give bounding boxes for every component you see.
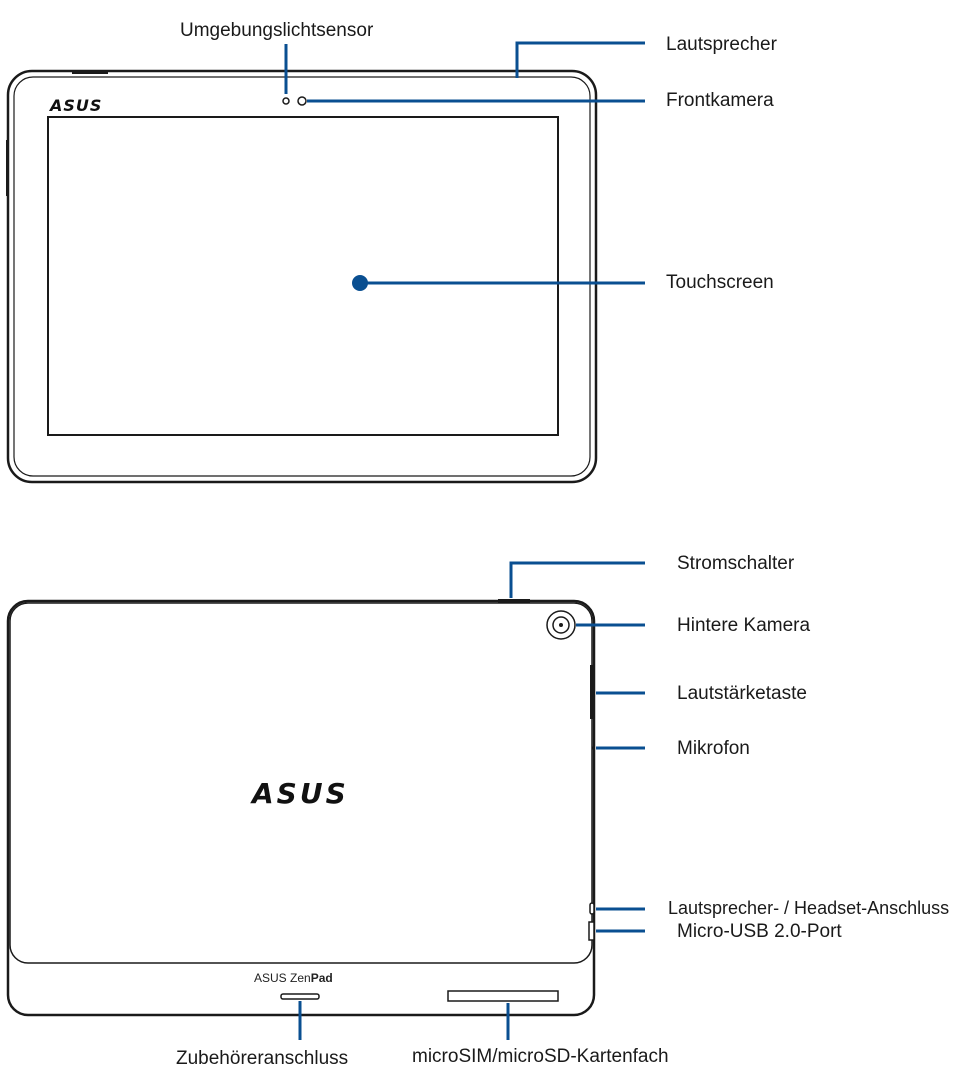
top-button-ridge [72,71,108,74]
front-tablet [6,69,598,484]
front-camera-lens [297,96,307,106]
callout-speaker [515,41,645,78]
label-touchscreen: Touchscreen [666,272,774,293]
label-front-camera: Frontkamera [666,90,774,111]
headset-jack-port [589,902,595,915]
accessory-connector-port [280,993,320,1000]
label-volume-key: Lautstärketaste [677,683,807,704]
model-name-suffix: Pad [310,971,333,985]
label-accessory-connector: Zubehöreranschluss [176,1048,349,1069]
back-callouts [298,561,645,1040]
microphone-hole [591,746,595,750]
label-power-switch: Stromschalter [677,553,795,574]
callout-power-switch [509,561,645,598]
label-speaker: Lautsprecher [666,34,777,55]
touchscreen-dot [352,275,368,291]
model-name-prefix: Zen [290,971,311,985]
ambient-light-sensor [282,97,290,105]
front-callouts [284,41,645,285]
model-brand: ASUS [254,971,287,985]
label-ambient-light-sensor: Umgebungslichtsensor [180,20,374,41]
back-cover-panel [9,602,593,964]
model-name: ASUS ZenPad [254,971,333,985]
back-asus-logo: ASUS [252,777,349,810]
left-side-ridge [6,140,9,196]
touchscreen-panel [47,116,559,436]
back-tablet [6,599,596,1017]
label-micro-usb: Micro-USB 2.0-Port [677,921,842,942]
label-card-tray: microSIM/microSD-Kartenfach [412,1046,669,1067]
power-button-ridge [498,599,530,603]
rear-camera-center [559,623,563,627]
volume-key-ridge [590,665,595,719]
micro-usb-port [588,921,595,941]
front-body-inner [13,76,591,477]
label-microphone: Mikrofon [677,738,750,759]
card-tray-slot [447,990,559,1002]
label-rear-camera: Hintere Kamera [677,615,811,636]
front-asus-logo: ASUS [50,96,103,115]
label-headset-jack: Lautsprecher- / Headset-Anschluss [668,898,950,918]
